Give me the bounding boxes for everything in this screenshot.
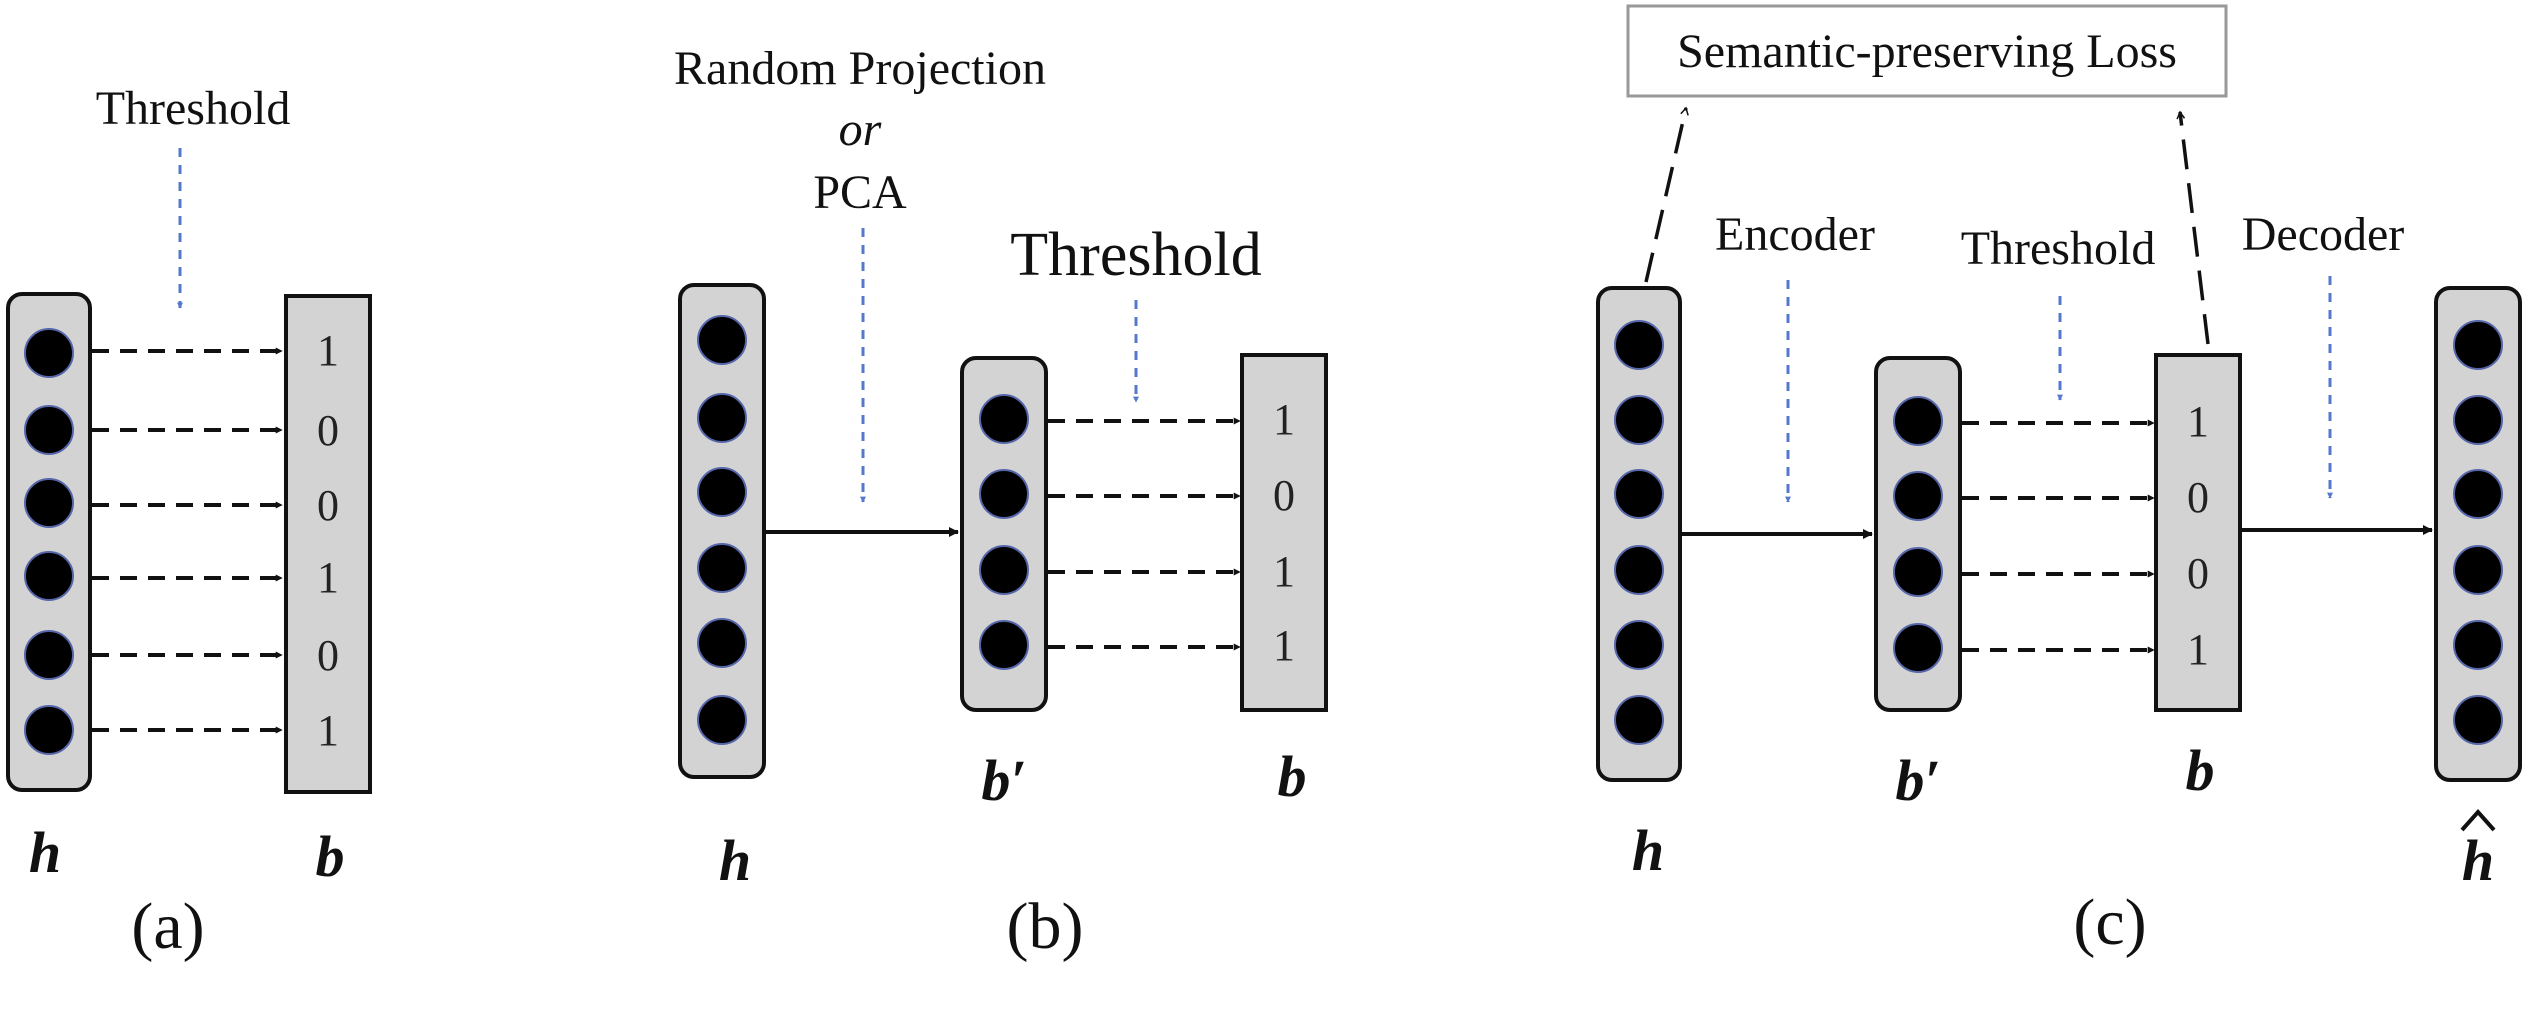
- bit-value: 0: [2187, 549, 2209, 598]
- bprime-node: [979, 394, 1029, 444]
- threshold-label-b: Threshold: [1010, 221, 1261, 289]
- bprime-column-c: [1874, 356, 1962, 712]
- hhat-label-c: h: [2460, 808, 2496, 893]
- h-node: [1614, 320, 1664, 370]
- h-node: [697, 543, 747, 593]
- bprime-node: [979, 545, 1029, 595]
- bprime-node: [1893, 623, 1943, 673]
- bit-value: 0: [1273, 471, 1295, 520]
- bit-value: 1: [2187, 625, 2209, 674]
- bprime-column-b: [960, 356, 1048, 712]
- bit-value: 1: [2187, 397, 2209, 446]
- hhat-node: [2453, 695, 2503, 745]
- caption-a: (a): [131, 890, 204, 963]
- h-node: [24, 405, 74, 455]
- h-label-a: h: [29, 820, 61, 885]
- bit-value: 1: [317, 326, 339, 375]
- h-node: [24, 630, 74, 680]
- h-label-b: h: [719, 828, 751, 893]
- h-node: [697, 618, 747, 668]
- hat-accent: [2460, 808, 2496, 832]
- h-node: [697, 315, 747, 365]
- bit-value: 0: [2187, 473, 2209, 522]
- loss-arrow-from-b: [2180, 112, 2210, 345]
- bprime-node: [1893, 547, 1943, 597]
- h-node: [697, 467, 747, 517]
- bit-value: 1: [1273, 547, 1295, 596]
- h-node: [24, 551, 74, 601]
- bit-value: 0: [317, 631, 339, 680]
- h-node: [1614, 545, 1664, 595]
- h-label-c: h: [1632, 818, 1664, 883]
- hhat-letter: h: [2462, 828, 2494, 893]
- bprime-label-b: b′: [981, 748, 1026, 813]
- panel-b: Random Projection or PCA Threshold 1 0 1…: [674, 42, 1328, 963]
- projection-label-line1: Random Projection: [674, 42, 1046, 95]
- h-node: [24, 328, 74, 378]
- bit-value: 1: [317, 553, 339, 602]
- h-node: [24, 478, 74, 528]
- b-column-a: [284, 294, 372, 794]
- hhat-node: [2453, 320, 2503, 370]
- panel-a: Threshold 1 0 0 1 0 1 h b (a): [6, 82, 372, 963]
- projection-label-line2: or: [839, 103, 882, 156]
- b-label-a: b: [316, 824, 345, 889]
- loss-arrow-from-h: [1644, 108, 1686, 283]
- caption-c: (c): [2073, 886, 2146, 959]
- b-column-c: [2154, 353, 2242, 712]
- bit-value: 0: [317, 406, 339, 455]
- hhat-node: [2453, 545, 2503, 595]
- bprime-label-c: b′: [1895, 748, 1940, 813]
- projection-label-line3: PCA: [813, 166, 907, 219]
- bprime-node: [1893, 471, 1943, 521]
- semantic-loss-label: Semantic-preserving Loss: [1677, 25, 2177, 78]
- bit-value: 0: [317, 481, 339, 530]
- bit-value: 1: [1273, 621, 1295, 670]
- bprime-node: [979, 469, 1029, 519]
- h-node: [1614, 695, 1664, 745]
- panel-c: Semantic-preserving Loss Encoder Thresho…: [1596, 4, 2522, 959]
- h-node: [24, 705, 74, 755]
- h-node: [1614, 620, 1664, 670]
- hhat-node: [2453, 620, 2503, 670]
- b-column-b: [1240, 353, 1328, 712]
- bit-value: 1: [317, 706, 339, 755]
- threshold-label-c: Threshold: [1961, 222, 2156, 275]
- semantic-loss-box: [1626, 4, 2228, 98]
- b-label-b: b: [1278, 744, 1307, 809]
- hhat-node: [2453, 469, 2503, 519]
- b-label-c: b: [2186, 738, 2215, 803]
- h-node: [1614, 469, 1664, 519]
- h-node: [1614, 395, 1664, 445]
- threshold-label-a: Threshold: [96, 82, 291, 135]
- decoder-label: Decoder: [2242, 208, 2405, 261]
- bit-value: 1: [1273, 395, 1295, 444]
- encoder-label: Encoder: [1715, 208, 1875, 261]
- bprime-node: [979, 620, 1029, 670]
- h-node: [697, 695, 747, 745]
- caption-b: (b): [1007, 890, 1084, 963]
- bprime-node: [1893, 396, 1943, 446]
- h-node: [697, 393, 747, 443]
- hhat-node: [2453, 395, 2503, 445]
